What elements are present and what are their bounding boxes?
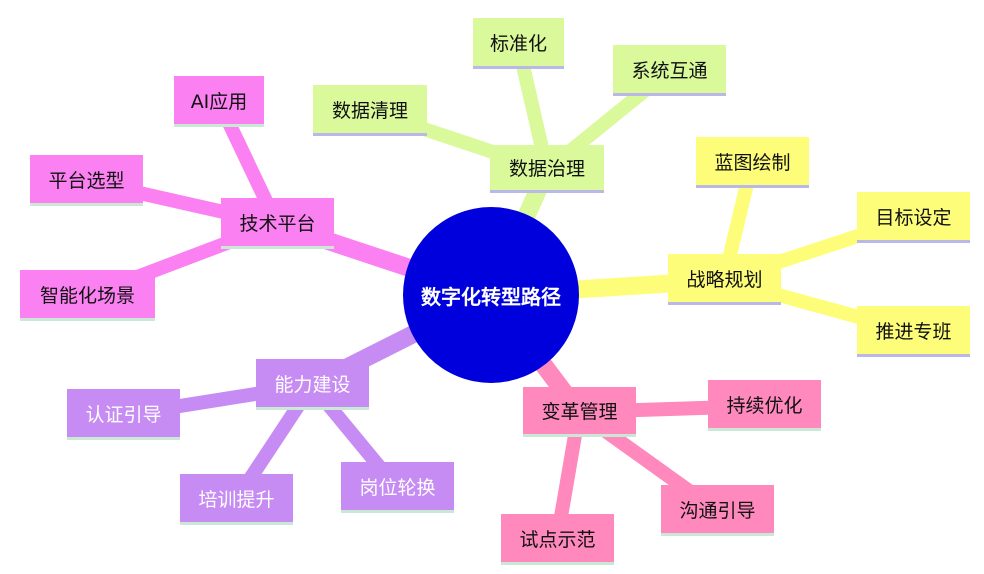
leaf-job-rotation[interactable]: 岗位轮换 <box>341 462 454 513</box>
leaf-standardization[interactable]: 标准化 <box>473 18 564 69</box>
leaf-continuous-optimization[interactable]: 持续优化 <box>708 380 821 431</box>
leaf-data-cleaning[interactable]: 数据清理 <box>313 85 427 136</box>
branch-tech-platform[interactable]: 技术平台 <box>221 198 334 249</box>
leaf-smart-scenarios[interactable]: 智能化场景 <box>20 270 155 321</box>
leaf-pilot-demo[interactable]: 试点示范 <box>501 514 614 565</box>
leaf-communication-guidance[interactable]: 沟通引导 <box>661 485 774 536</box>
leaf-training-improvement[interactable]: 培训提升 <box>180 474 293 525</box>
leaf-platform-selection[interactable]: 平台选型 <box>30 155 143 206</box>
branch-capability-building[interactable]: 能力建设 <box>256 359 369 410</box>
branch-data-governance[interactable]: 数据治理 <box>490 145 604 193</box>
leaf-blueprint[interactable]: 蓝图绘制 <box>696 137 809 188</box>
leaf-goal-setting[interactable]: 目标设定 <box>857 192 970 243</box>
leaf-system-interop[interactable]: 系统互通 <box>613 45 726 96</box>
root-node[interactable]: 数字化转型路径 <box>403 207 579 383</box>
leaf-task-force[interactable]: 推进专班 <box>857 306 970 357</box>
leaf-certification-guidance[interactable]: 认证引导 <box>67 389 180 440</box>
leaf-ai-application[interactable]: AI应用 <box>174 76 264 127</box>
branch-change-management[interactable]: 变革管理 <box>523 387 636 437</box>
branch-strategy[interactable]: 战略规划 <box>668 254 781 305</box>
